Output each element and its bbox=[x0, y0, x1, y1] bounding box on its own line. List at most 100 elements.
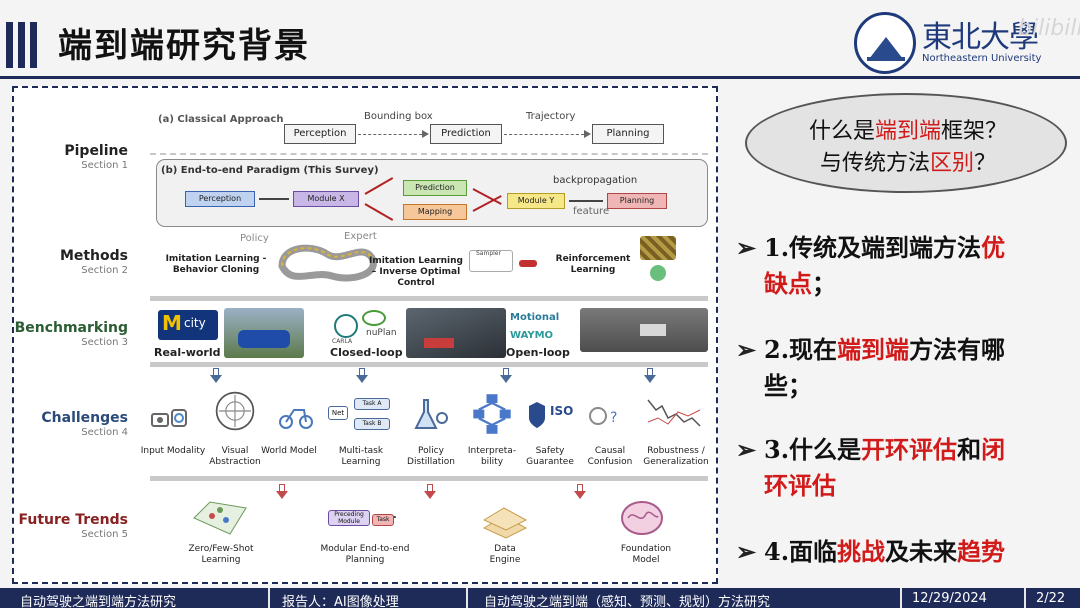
challenge-policy-distillation: Policy Distillation bbox=[407, 446, 455, 467]
iso-logo: ISO bbox=[550, 404, 574, 418]
end-to-end-paradigm-box: (b) End-to-end Paradigm (This Survey) Pe… bbox=[156, 159, 708, 227]
paradigm-planning: Planning bbox=[607, 193, 667, 209]
university-seal-logo bbox=[854, 12, 916, 74]
footer-reporter: 报告人：AI图像处理 bbox=[282, 595, 399, 608]
robot-icon bbox=[650, 265, 666, 281]
real-world-car-photo bbox=[224, 308, 304, 358]
challenge-visual-abstraction: Visual Abstraction bbox=[209, 446, 261, 467]
task-a-box: Task A bbox=[354, 398, 390, 410]
challenge-world-model: World Model bbox=[261, 446, 317, 456]
bullet-1: ➢1.传统及端到端方法优 缺点； bbox=[736, 230, 1005, 302]
carla-logo bbox=[334, 314, 358, 338]
causal-question-icon: ? bbox=[589, 407, 617, 426]
page-title: 端到端研究背景 bbox=[58, 26, 310, 66]
feature-label: feature bbox=[573, 206, 610, 217]
tree-diagram-icon bbox=[473, 394, 511, 434]
net-box: Net bbox=[328, 406, 348, 420]
bench-closed-loop: Closed-loop bbox=[330, 346, 403, 359]
world-model-icon bbox=[279, 409, 313, 429]
track-illustration bbox=[278, 244, 377, 282]
challenge-safety: Safety Guarantee bbox=[526, 446, 574, 467]
closed-loop-sim-image bbox=[406, 308, 506, 358]
arrow-down-icon bbox=[210, 368, 222, 384]
arrow-down-icon bbox=[644, 368, 656, 384]
backprop-label: backpropagation bbox=[553, 175, 638, 186]
arrowhead-bullet-icon: ➢ bbox=[736, 537, 757, 566]
question-bubble: 什么是端到端框架？ 与传统方法区别？ bbox=[745, 93, 1067, 193]
arrowhead-bullet-icon: ➢ bbox=[736, 233, 757, 262]
classical-planning-box: Planning bbox=[592, 124, 664, 144]
trend-foundation-model: Foundation Model bbox=[620, 544, 672, 565]
trend-modular-planning: Modular End-to-end Planning bbox=[320, 544, 410, 565]
open-loop-street-image bbox=[580, 308, 708, 352]
trend-few-shot: Zero/Few-Shot Learning bbox=[188, 544, 254, 565]
method-il-ioc: Imitation Learning – Inverse Optimal Con… bbox=[369, 256, 463, 288]
paradigm-prediction: Prediction bbox=[403, 180, 467, 196]
challenge-interpretability: Interpreta-bility bbox=[467, 446, 517, 467]
brain-icon bbox=[621, 501, 663, 535]
mcity-logo: M city bbox=[158, 310, 218, 340]
arrowhead-bullet-icon: ➢ bbox=[736, 435, 757, 464]
arrow-down-icon bbox=[500, 368, 512, 384]
header-rule bbox=[0, 76, 1080, 79]
arrow-down-icon bbox=[356, 368, 368, 384]
car-icon bbox=[519, 260, 537, 267]
method-il-bc: Imitation Learning - Behavior Cloning bbox=[165, 254, 267, 275]
footer-title: 自动驾驶之端到端（感知、预测、规划）方法研究 bbox=[484, 595, 771, 608]
bbox-label: Bounding box bbox=[364, 111, 433, 122]
paradigm-perception: Perception bbox=[185, 191, 255, 207]
bullet-3: ➢3.什么是开环评估和闭 环评估 bbox=[736, 432, 1005, 504]
few-shot-icon bbox=[193, 501, 247, 535]
bullet-2: ➢2.现在端到端方法有哪 些； bbox=[736, 332, 1005, 404]
university-name-en: Northeastern University bbox=[922, 53, 1042, 64]
university-name-cn: 東北大學 bbox=[922, 20, 1039, 55]
preceding-module-box: Preceding Module bbox=[328, 510, 370, 526]
method-rl: Reinforcement Learning bbox=[555, 254, 631, 275]
challenge-robustness: Robustness / Generalization bbox=[643, 446, 709, 467]
sampler-chart: Sampler bbox=[469, 250, 513, 272]
paradigm-mapping: Mapping bbox=[403, 204, 467, 220]
arrow-down-icon bbox=[276, 484, 288, 500]
task-box: Task bbox=[372, 514, 394, 526]
task-b-box: Task B bbox=[354, 418, 390, 430]
camera-lidar-icon bbox=[151, 409, 187, 427]
bench-real-world: Real-world bbox=[154, 346, 221, 359]
footer-topic: 自动驾驶之端到端方法研究 bbox=[20, 595, 177, 608]
arrow-down-icon bbox=[424, 484, 436, 500]
watermark: bilibili bbox=[1018, 16, 1080, 41]
footer-page-number: 2/22 bbox=[1036, 591, 1066, 606]
data-engine-icon bbox=[482, 507, 528, 539]
visual-abstraction-icon bbox=[215, 391, 255, 431]
classical-perception-box: Perception bbox=[284, 124, 356, 144]
paradigm-module-y: Module Y bbox=[507, 193, 565, 209]
arrow-down-icon bbox=[574, 484, 586, 500]
classical-approach-title: (a) Classical Approach bbox=[158, 114, 284, 125]
flask-icon bbox=[414, 399, 448, 429]
policy-label: Policy bbox=[240, 233, 269, 244]
bench-open-loop: Open-loop bbox=[506, 346, 570, 359]
paradigm-module-x: Module X bbox=[293, 191, 359, 207]
classical-prediction-box: Prediction bbox=[430, 124, 502, 144]
challenge-causal-confusion: Causal Confusion bbox=[587, 446, 633, 467]
arrowhead-bullet-icon: ➢ bbox=[736, 335, 757, 364]
waymo-logo: WAYMO bbox=[510, 330, 554, 341]
bullet-4: ➢4.面临挑战及未来趋势 bbox=[736, 534, 1005, 570]
terrain-image bbox=[640, 236, 676, 260]
expert-label: Expert bbox=[344, 231, 377, 242]
footer-date: 12/29/2024 bbox=[912, 591, 987, 606]
shield-icon bbox=[529, 402, 545, 428]
robustness-chart-icon bbox=[647, 399, 701, 427]
trend-data-engine: Data Engine bbox=[489, 544, 521, 565]
challenge-multi-task: Multi-task Learning bbox=[338, 446, 384, 467]
motional-logo: Motional bbox=[510, 312, 560, 323]
footer-bar bbox=[0, 588, 1080, 608]
svg-text:?: ? bbox=[610, 410, 617, 426]
trajectory-label: Trajectory bbox=[526, 111, 576, 122]
challenge-input-modality: Input Modality bbox=[140, 446, 206, 456]
